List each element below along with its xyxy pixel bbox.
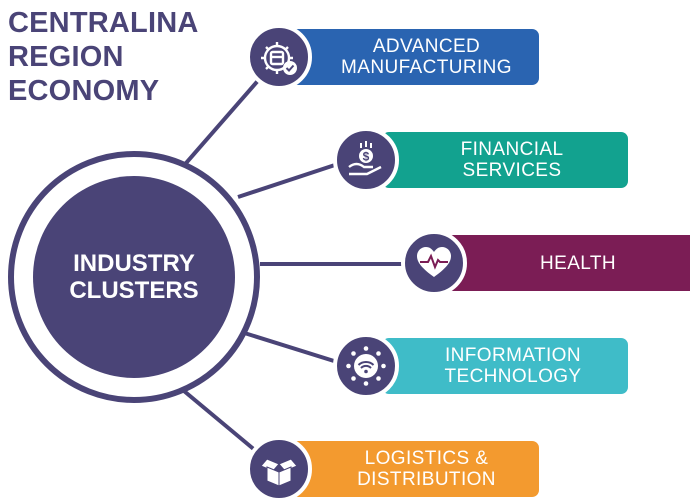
connector-financial-services: [237, 158, 351, 199]
cluster-label-line-1: FINANCIAL: [460, 139, 564, 160]
cluster-financial-services: FINANCIAL SERVICES: [382, 132, 628, 188]
gear-box-icon: [246, 24, 312, 90]
cluster-label-line-2: DISTRIBUTION: [357, 469, 496, 490]
cluster-label-line-1: INFORMATION: [445, 345, 581, 366]
connector-information-technology: [237, 329, 351, 368]
page-title: CENTRALINA REGION ECONOMY: [8, 6, 199, 108]
title-line-1: CENTRALINA: [8, 7, 199, 39]
title-line-3: ECONOMY: [8, 75, 160, 107]
wifi-network-icon: [333, 333, 399, 399]
hub-label-line-2: CLUSTERS: [69, 277, 199, 304]
cluster-label-line-2: MANUFACTURING: [341, 57, 512, 78]
svg-text:$: $: [363, 150, 370, 164]
cluster-advanced-manufacturing: ADVANCED MANUFACTURING: [290, 29, 539, 85]
dollar-hand-icon: $: [333, 127, 399, 193]
cluster-label-line-2: TECHNOLOGY: [444, 366, 582, 387]
hub-label-line-1: INDUSTRY: [73, 250, 195, 277]
cluster-label-line-1: LOGISTICS &: [364, 448, 489, 469]
cluster-label-line-2: SERVICES: [462, 160, 562, 181]
cluster-logistics-distribution: LOGISTICS & DISTRIBUTION: [290, 441, 539, 497]
connector-advanced-manufacturing: [178, 74, 264, 172]
cluster-information-technology: INFORMATION TECHNOLOGY: [382, 338, 628, 394]
connector-logistics-distribution: [170, 379, 264, 458]
heart-pulse-icon: [401, 230, 467, 296]
cluster-health: HEALTH: [446, 235, 690, 291]
industry-clusters-hub: INDUSTRY CLUSTERS: [33, 176, 235, 378]
title-line-2: REGION: [8, 41, 124, 73]
cluster-label-line-1: ADVANCED: [372, 36, 481, 57]
cluster-label-line-1: HEALTH: [540, 252, 616, 274]
open-box-icon: [246, 436, 312, 502]
